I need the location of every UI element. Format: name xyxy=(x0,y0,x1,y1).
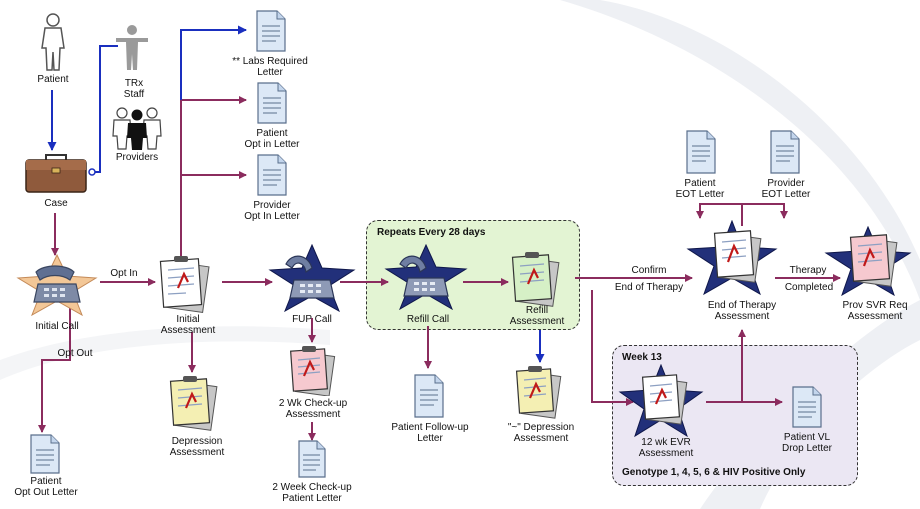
edge-case-to-staff xyxy=(92,45,118,173)
refill-call-phone-star-icon xyxy=(384,244,468,310)
edge-opt-out xyxy=(38,308,71,433)
depression-assessment-clipboard-icon xyxy=(169,376,218,431)
edge-eot-letters-split xyxy=(696,203,743,226)
depression-assessment-refill-clipboard-icon xyxy=(515,366,562,419)
patient-person-icon xyxy=(41,13,65,71)
case-link-dot xyxy=(88,168,96,176)
patient-label: Patient xyxy=(37,74,69,85)
end-of-therapy-star-clipboard-icon xyxy=(686,220,778,296)
patient-vl-drop-letter-icon xyxy=(792,386,822,428)
phone-star-icon xyxy=(16,253,98,317)
provider-eot-letter-icon xyxy=(770,130,800,174)
week13-group-footnote: Genotype 1, 4, 5, 6 & HIV Positive Only xyxy=(622,467,806,478)
opt-out-edge-label: Opt Out xyxy=(57,348,93,359)
case-label: Case xyxy=(44,198,68,209)
prov-svr-req-star-clipboard-icon xyxy=(824,226,912,296)
opt-in-edge-label: Opt In xyxy=(110,268,138,279)
refill-call-label: Refill Call xyxy=(406,314,450,325)
patient-opt-in-letter-icon xyxy=(257,82,287,124)
end-of-therapy-edge-label: End of Therapy xyxy=(614,282,684,293)
edge-labs-letter xyxy=(180,25,247,100)
labs-required-letter-icon xyxy=(256,10,286,52)
trx-staff-person-icon xyxy=(116,25,148,70)
refill-assessment-clipboard-icon xyxy=(511,252,560,307)
completed-edge-label: Completed xyxy=(784,282,834,293)
edge-eot-to-provider-eot xyxy=(742,203,788,219)
evr-assessment-star-clipboard-icon xyxy=(618,364,704,438)
edge-initial-to-letters-trunk xyxy=(180,96,247,258)
fup-call-phone-star-icon xyxy=(268,244,356,312)
patient-eot-letter-icon xyxy=(686,130,716,174)
week13-group-title: Week 13 xyxy=(622,352,662,363)
providers-label: Providers xyxy=(115,152,159,163)
refill-cycle-group-title: Repeats Every 28 days xyxy=(377,227,486,238)
confirm-edge-label: Confirm xyxy=(631,265,667,276)
providers-group-icon xyxy=(112,107,162,150)
briefcase-icon xyxy=(25,154,87,193)
fup-call-label: FUP Call xyxy=(292,314,332,325)
initial-assessment-clipboard-icon xyxy=(159,256,210,313)
two-wk-checkup-clipboard-icon xyxy=(290,346,336,396)
initial-call-node xyxy=(14,253,100,317)
initial-call-label: Initial Call xyxy=(35,321,79,332)
two-week-checkup-letter-icon xyxy=(298,440,326,478)
edge-refill-loop-to-week13 xyxy=(591,290,634,406)
patient-follow-up-letter-icon xyxy=(414,374,444,418)
patient-opt-out-letter-icon xyxy=(30,434,60,474)
provider-opt-in-letter-icon xyxy=(257,154,287,196)
therapy-edge-label: Therapy xyxy=(789,265,827,276)
